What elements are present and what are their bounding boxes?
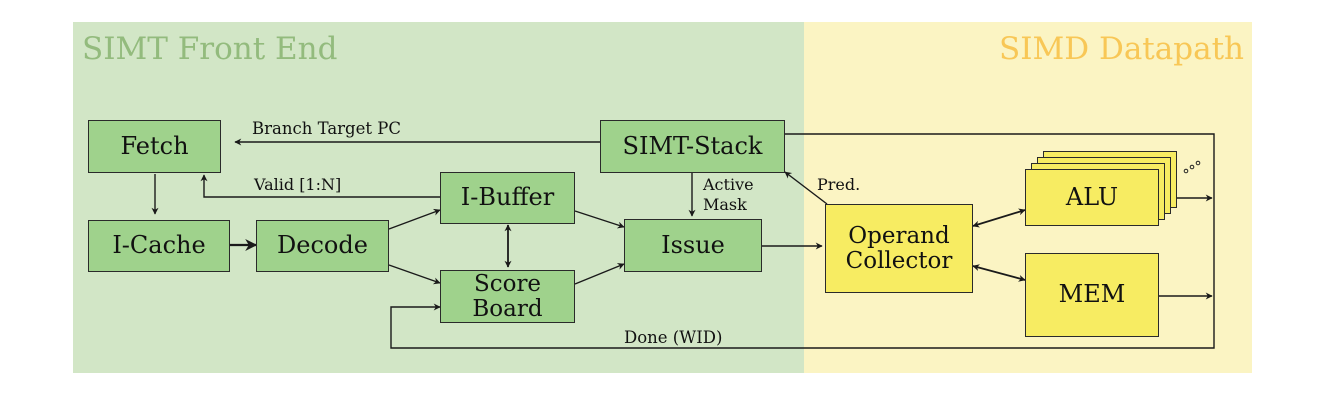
alu-block: ALU xyxy=(1025,169,1159,226)
icache-label: I-Cache xyxy=(112,231,206,260)
decode-label: Decode xyxy=(277,231,368,260)
ibuffer-label: I-Buffer xyxy=(460,183,555,212)
datapath-title: SIMD Datapath xyxy=(999,31,1244,67)
operand-mem-wire xyxy=(972,264,1026,282)
pred-label: Pred. xyxy=(817,175,861,194)
mem-block: MEM xyxy=(1025,253,1159,337)
simt-stack-block: SIMT-Stack xyxy=(600,120,785,173)
issue-block: Issue xyxy=(624,219,762,272)
fetch-label: Fetch xyxy=(120,131,189,160)
alu-label: ALU xyxy=(1065,182,1119,211)
pred-wire xyxy=(784,171,828,205)
valid-wire xyxy=(200,174,441,198)
operand-collector-label-line1: Operand xyxy=(848,223,950,250)
decode-block: Decode xyxy=(256,220,389,272)
active-label: Active xyxy=(703,175,754,194)
writeback-bus-wire xyxy=(390,133,1215,349)
decode-to-scoreboard-wire xyxy=(388,264,441,285)
branch-target-pc-label: Branch Target PC xyxy=(252,119,401,138)
ibuffer-block: I-Buffer xyxy=(440,172,575,224)
scoreboard-to-issue-wire xyxy=(574,263,625,285)
valid-label: Valid [1:N] xyxy=(254,175,342,194)
scoreboard-block: Score Board xyxy=(440,270,575,323)
done-label: Done (WID) xyxy=(624,328,723,347)
operand-alu-wire xyxy=(972,208,1026,228)
operand-collector-label-line2: Collector xyxy=(845,247,953,274)
operand-collector-block: Operand Collector xyxy=(825,204,973,293)
simt-stack-label: SIMT-Stack xyxy=(622,131,763,160)
mask-label: Mask xyxy=(703,195,747,214)
ibuffer-to-issue-wire xyxy=(574,210,625,229)
fetch-block: Fetch xyxy=(88,120,221,173)
scoreboard-label-line1: Score xyxy=(473,271,542,298)
mem-label: MEM xyxy=(1058,280,1126,309)
front-end-title: SIMT Front End xyxy=(82,31,338,67)
issue-label: Issue xyxy=(661,230,725,259)
ellipsis-icon xyxy=(1183,160,1201,174)
scoreboard-label-line2: Board xyxy=(472,295,543,322)
icache-block: I-Cache xyxy=(88,220,230,272)
more-units-ellipsis xyxy=(1183,160,1201,177)
decode-to-ibuffer-wire xyxy=(388,208,441,230)
